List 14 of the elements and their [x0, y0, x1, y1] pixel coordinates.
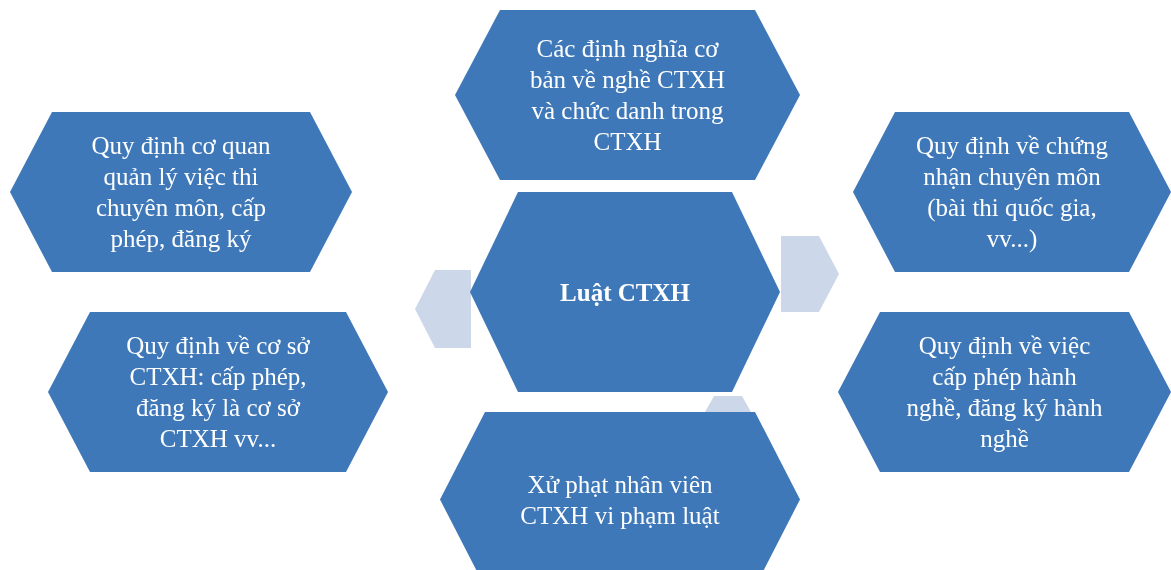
hexagon	[455, 10, 800, 180]
hexagon-label: Quy định về chứng nhận chuyên môn (bài thi quốc gia, vv...)	[915, 131, 1109, 254]
hexagon	[440, 412, 800, 570]
hexagon-label: Các định nghĩa cơ bản về nghề CTXH và chức danh trong CTXH	[528, 34, 727, 157]
hexagon	[470, 192, 780, 392]
hexagon	[838, 312, 1171, 472]
hexagon-label: Quy định về cơ sở CTXH: cấp phép, đăng ký là cơ sở CTXH vv...	[125, 331, 311, 454]
hexagon-label: Xử phạt nhân viên CTXH vi phạm luật	[519, 469, 721, 531]
hexagon-label: Luật CTXH	[560, 277, 690, 308]
hexagon	[853, 112, 1171, 272]
hexagon-label: Quy định về việc cấp phép hành nghề, đăng ký hành nghề	[905, 331, 1104, 454]
hexagon	[10, 112, 352, 272]
hexagon-label: Quy định cơ quan quản lý việc thi chuyên môn, cấp phép, đăng ký	[90, 131, 272, 254]
hexagon	[48, 312, 388, 472]
